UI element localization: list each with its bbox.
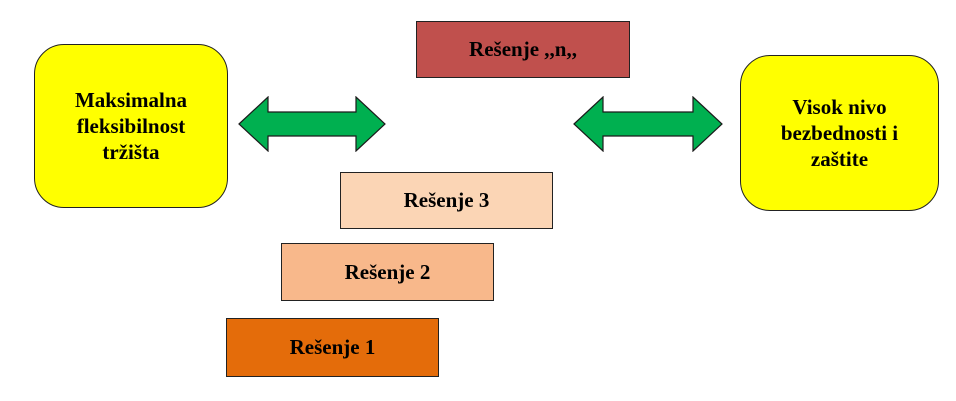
double-arrow-right-icon — [573, 96, 723, 152]
flexibility-box: Maksimalna fleksibilnost tržišta — [34, 44, 228, 208]
security-line-1: Visok nivo — [792, 94, 887, 119]
solution-2-label: Rešenje 2 — [344, 259, 431, 284]
security-box: Visok nivo bezbednosti i zaštite — [740, 55, 939, 211]
solution-3-label: Rešenje 3 — [403, 188, 490, 212]
flexibility-line-1: Maksimalna — [74, 87, 187, 112]
double-arrow-left-icon — [238, 96, 386, 152]
security-line-2: bezbednosti i — [780, 120, 899, 145]
security-line-3: zaštite — [810, 147, 869, 172]
solution-n-box: Rešenje ,,n,, — [416, 21, 630, 78]
solution-1-label: Rešenje 1 — [289, 335, 376, 359]
solution-n-label: Rešenje ,,n,, — [469, 37, 577, 61]
flexibility-line-2: fleksibilnost — [76, 113, 186, 138]
flexibility-line-3: tržišta — [102, 140, 160, 165]
solution-1-box: Rešenje 1 — [226, 318, 439, 377]
solution-2-box: Rešenje 2 — [281, 243, 494, 301]
solution-3-box: Rešenje 3 — [340, 172, 553, 229]
